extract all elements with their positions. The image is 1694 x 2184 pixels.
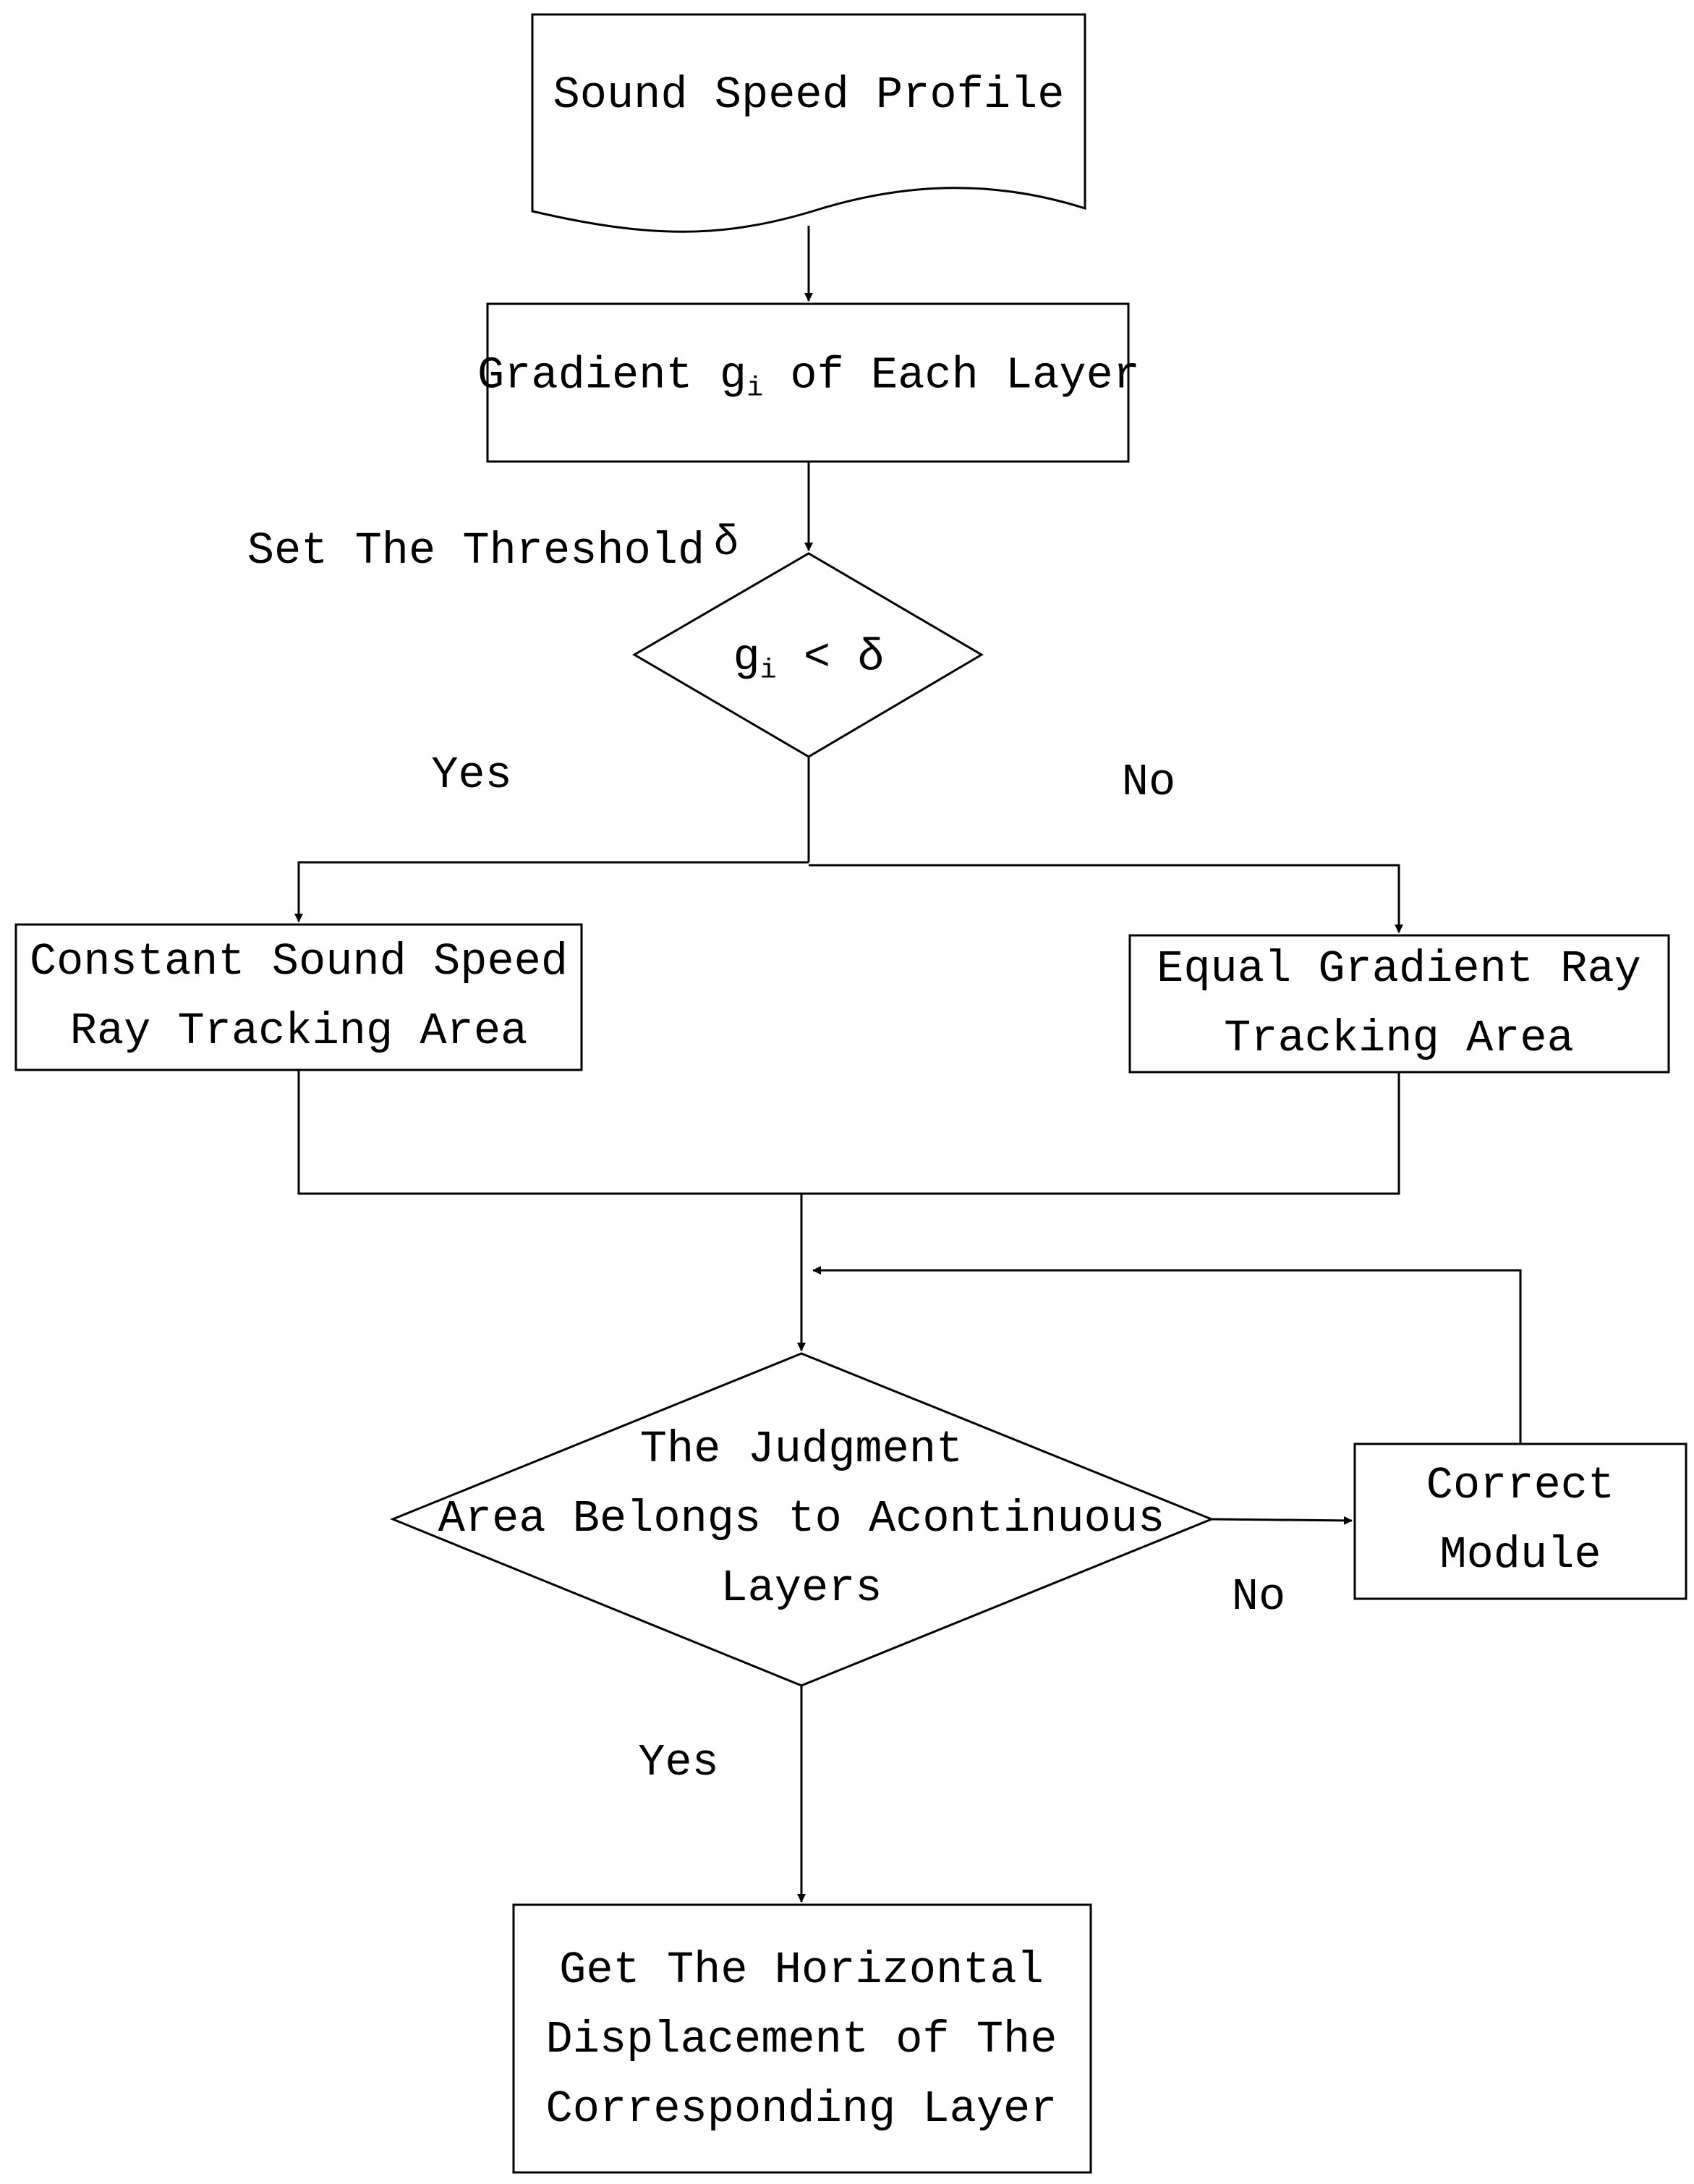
node-judgment-decision: The Judgment Area Belongs to Acontinuous…: [438, 1415, 1165, 1623]
arrow-yes-to-constant: [294, 861, 809, 922]
gradient-var: g: [719, 349, 747, 401]
label-yes-top: Yes: [431, 749, 512, 801]
label-no-bottom: No: [1231, 1571, 1286, 1623]
node-gradient-each-layer: Gradient gi of Each Layer: [477, 341, 1140, 423]
result-line1: Get The Horizontal: [559, 1945, 1044, 1996]
equal-gradient-line1: Equal Gradient Ray: [1157, 943, 1641, 995]
label-set-threshold: Set The Threshold: [247, 525, 705, 577]
decision-var-subscript: i: [759, 654, 777, 687]
arrow-no-to-equal-gradient: [809, 864, 1403, 933]
node-sound-speed-profile: Sound Speed Profile: [553, 61, 1065, 130]
constant-line2: Ray Tracking Area: [69, 1006, 528, 1057]
correct-line2: Module: [1439, 1529, 1601, 1581]
node-equal-gradient-area: Equal Gradient Ray Tracking Area: [1157, 935, 1641, 1074]
judgment-line1: The Judgment: [639, 1424, 963, 1475]
gradient-prefix: Gradient: [477, 349, 720, 401]
label-delta: δ: [713, 520, 739, 567]
judgment-line3: Layers: [720, 1563, 882, 1614]
correct-line1: Correct: [1426, 1460, 1615, 1511]
connector-merge: [297, 1070, 1400, 1195]
node-constant-area: Constant Sound Speed Ray Tracking Area: [30, 927, 568, 1066]
box-gradient-each-layer: [486, 302, 1130, 463]
arrow-correct-loopback: [812, 1266, 1522, 1444]
label-yes-bottom: Yes: [638, 1737, 719, 1788]
box-horizontal-displacement: [512, 1903, 1092, 2174]
gradient-var-subscript: i: [746, 372, 764, 404]
node-threshold-decision: gi < δ: [733, 624, 884, 705]
node-horizontal-displacement: Get The Horizontal Displacement of The C…: [546, 1936, 1057, 2144]
decision-op: < δ: [776, 632, 885, 684]
result-line3: Corresponding Layer: [545, 2083, 1057, 2135]
box-constant-area: [14, 923, 583, 1071]
document-shape-sound-speed-profile: [531, 13, 1086, 233]
sound-speed-profile-text: Sound Speed Profile: [553, 69, 1065, 121]
arrow-judgment-to-correct: [1211, 1516, 1353, 1525]
label-no-top: No: [1121, 757, 1176, 808]
judgment-line2: Area Belongs to Acontinuous: [438, 1493, 1165, 1544]
equal-gradient-line2: Tracking Area: [1224, 1013, 1574, 1064]
box-correct-module: [1353, 1442, 1687, 1600]
node-correct-module: Correct Module: [1426, 1451, 1614, 1590]
constant-line1: Constant Sound Speed: [29, 936, 569, 987]
gradient-suffix: of Each Layer: [763, 349, 1141, 401]
decision-var: g: [733, 632, 760, 684]
result-line2: Displacement of The: [545, 2014, 1057, 2065]
